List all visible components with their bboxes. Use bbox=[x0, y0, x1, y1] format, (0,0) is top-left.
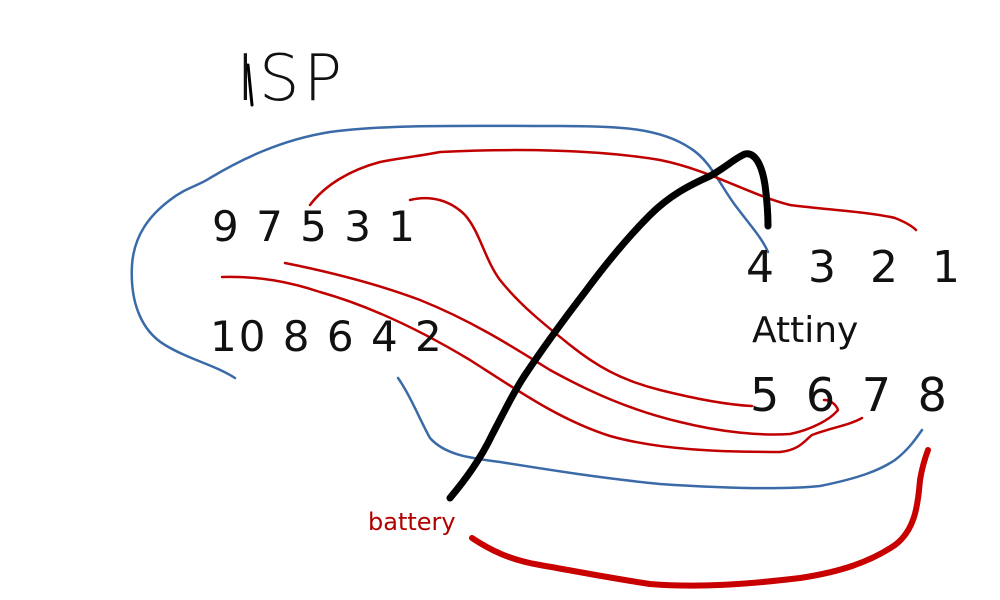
isp-bottom-pin-row: 10 8 6 4 2 bbox=[210, 312, 444, 361]
red-wire-top-arc bbox=[308, 148, 918, 232]
blue-wire-loop bbox=[130, 124, 770, 380]
battery-label: battery bbox=[368, 508, 456, 536]
red-wire-pin6 bbox=[283, 261, 840, 436]
black-wire-battery bbox=[446, 150, 772, 502]
blue-wire-bottom bbox=[396, 376, 924, 490]
attiny-top-pin-row: 4 3 2 1 bbox=[746, 242, 970, 293]
attiny-bottom-pin-row: 5 6 7 8 bbox=[750, 368, 953, 422]
isp-top-pin-row: 9 7 5 3 1 bbox=[212, 202, 418, 251]
attiny-chip-label: Attiny bbox=[752, 310, 859, 351]
battery-red-wire bbox=[469, 447, 931, 589]
isp-letter-stroke bbox=[246, 63, 254, 107]
isp-title: ISP bbox=[236, 42, 347, 116]
red-wire-pin1 bbox=[408, 196, 754, 408]
red-wire-pin7 bbox=[220, 275, 864, 454]
